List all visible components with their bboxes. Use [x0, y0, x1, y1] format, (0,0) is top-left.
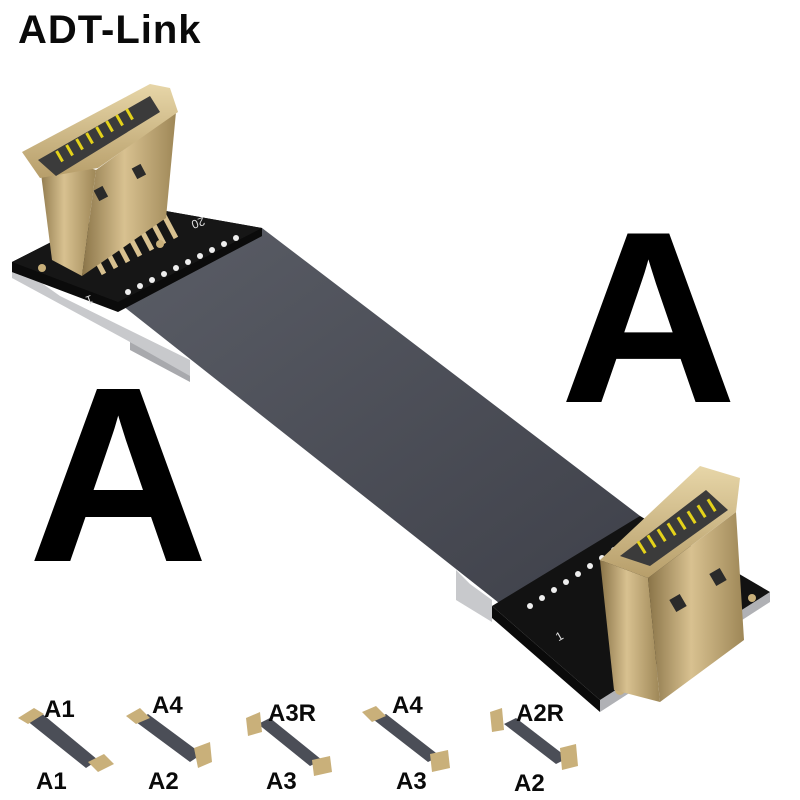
variant-top-type: A1	[44, 696, 75, 723]
variant-cable-icon	[362, 706, 450, 772]
variant-a2r-a2: A2R A2	[484, 690, 602, 800]
variant-a4-a2: A4 A2	[118, 690, 236, 800]
variant-a1-a1: A1 A1	[8, 690, 126, 800]
variant-bottom-type: A3	[396, 768, 427, 795]
pin-label-1-top: 1	[83, 292, 94, 308]
variant-cable-icon	[18, 708, 114, 772]
left-connector-type-letter: A	[28, 335, 209, 614]
variant-top-type: A4	[152, 692, 183, 719]
variant-bottom-type: A2	[148, 768, 179, 795]
bottom-right-hdmi-connector	[600, 466, 744, 702]
variant-cable-icon	[126, 708, 212, 768]
variant-bottom-type: A1	[36, 768, 67, 795]
variant-cable-icon	[246, 712, 332, 776]
variant-top-type: A4	[392, 692, 423, 719]
pin-label-20: 20	[189, 214, 207, 232]
brand-logo: ADT-Link	[18, 8, 202, 52]
right-connector-type-letter: A	[560, 180, 737, 454]
variant-top-type: A3R	[268, 700, 317, 727]
top-left-hdmi-connector	[22, 84, 178, 276]
variant-top-type: A2R	[516, 700, 565, 727]
variant-bottom-type: A3	[266, 768, 297, 795]
variant-a4-a3: A4 A3	[356, 690, 474, 800]
variant-cable-icon	[490, 708, 578, 770]
variant-bottom-type: A2	[514, 770, 545, 797]
variant-a3r-a3: A3R A3	[240, 690, 358, 800]
